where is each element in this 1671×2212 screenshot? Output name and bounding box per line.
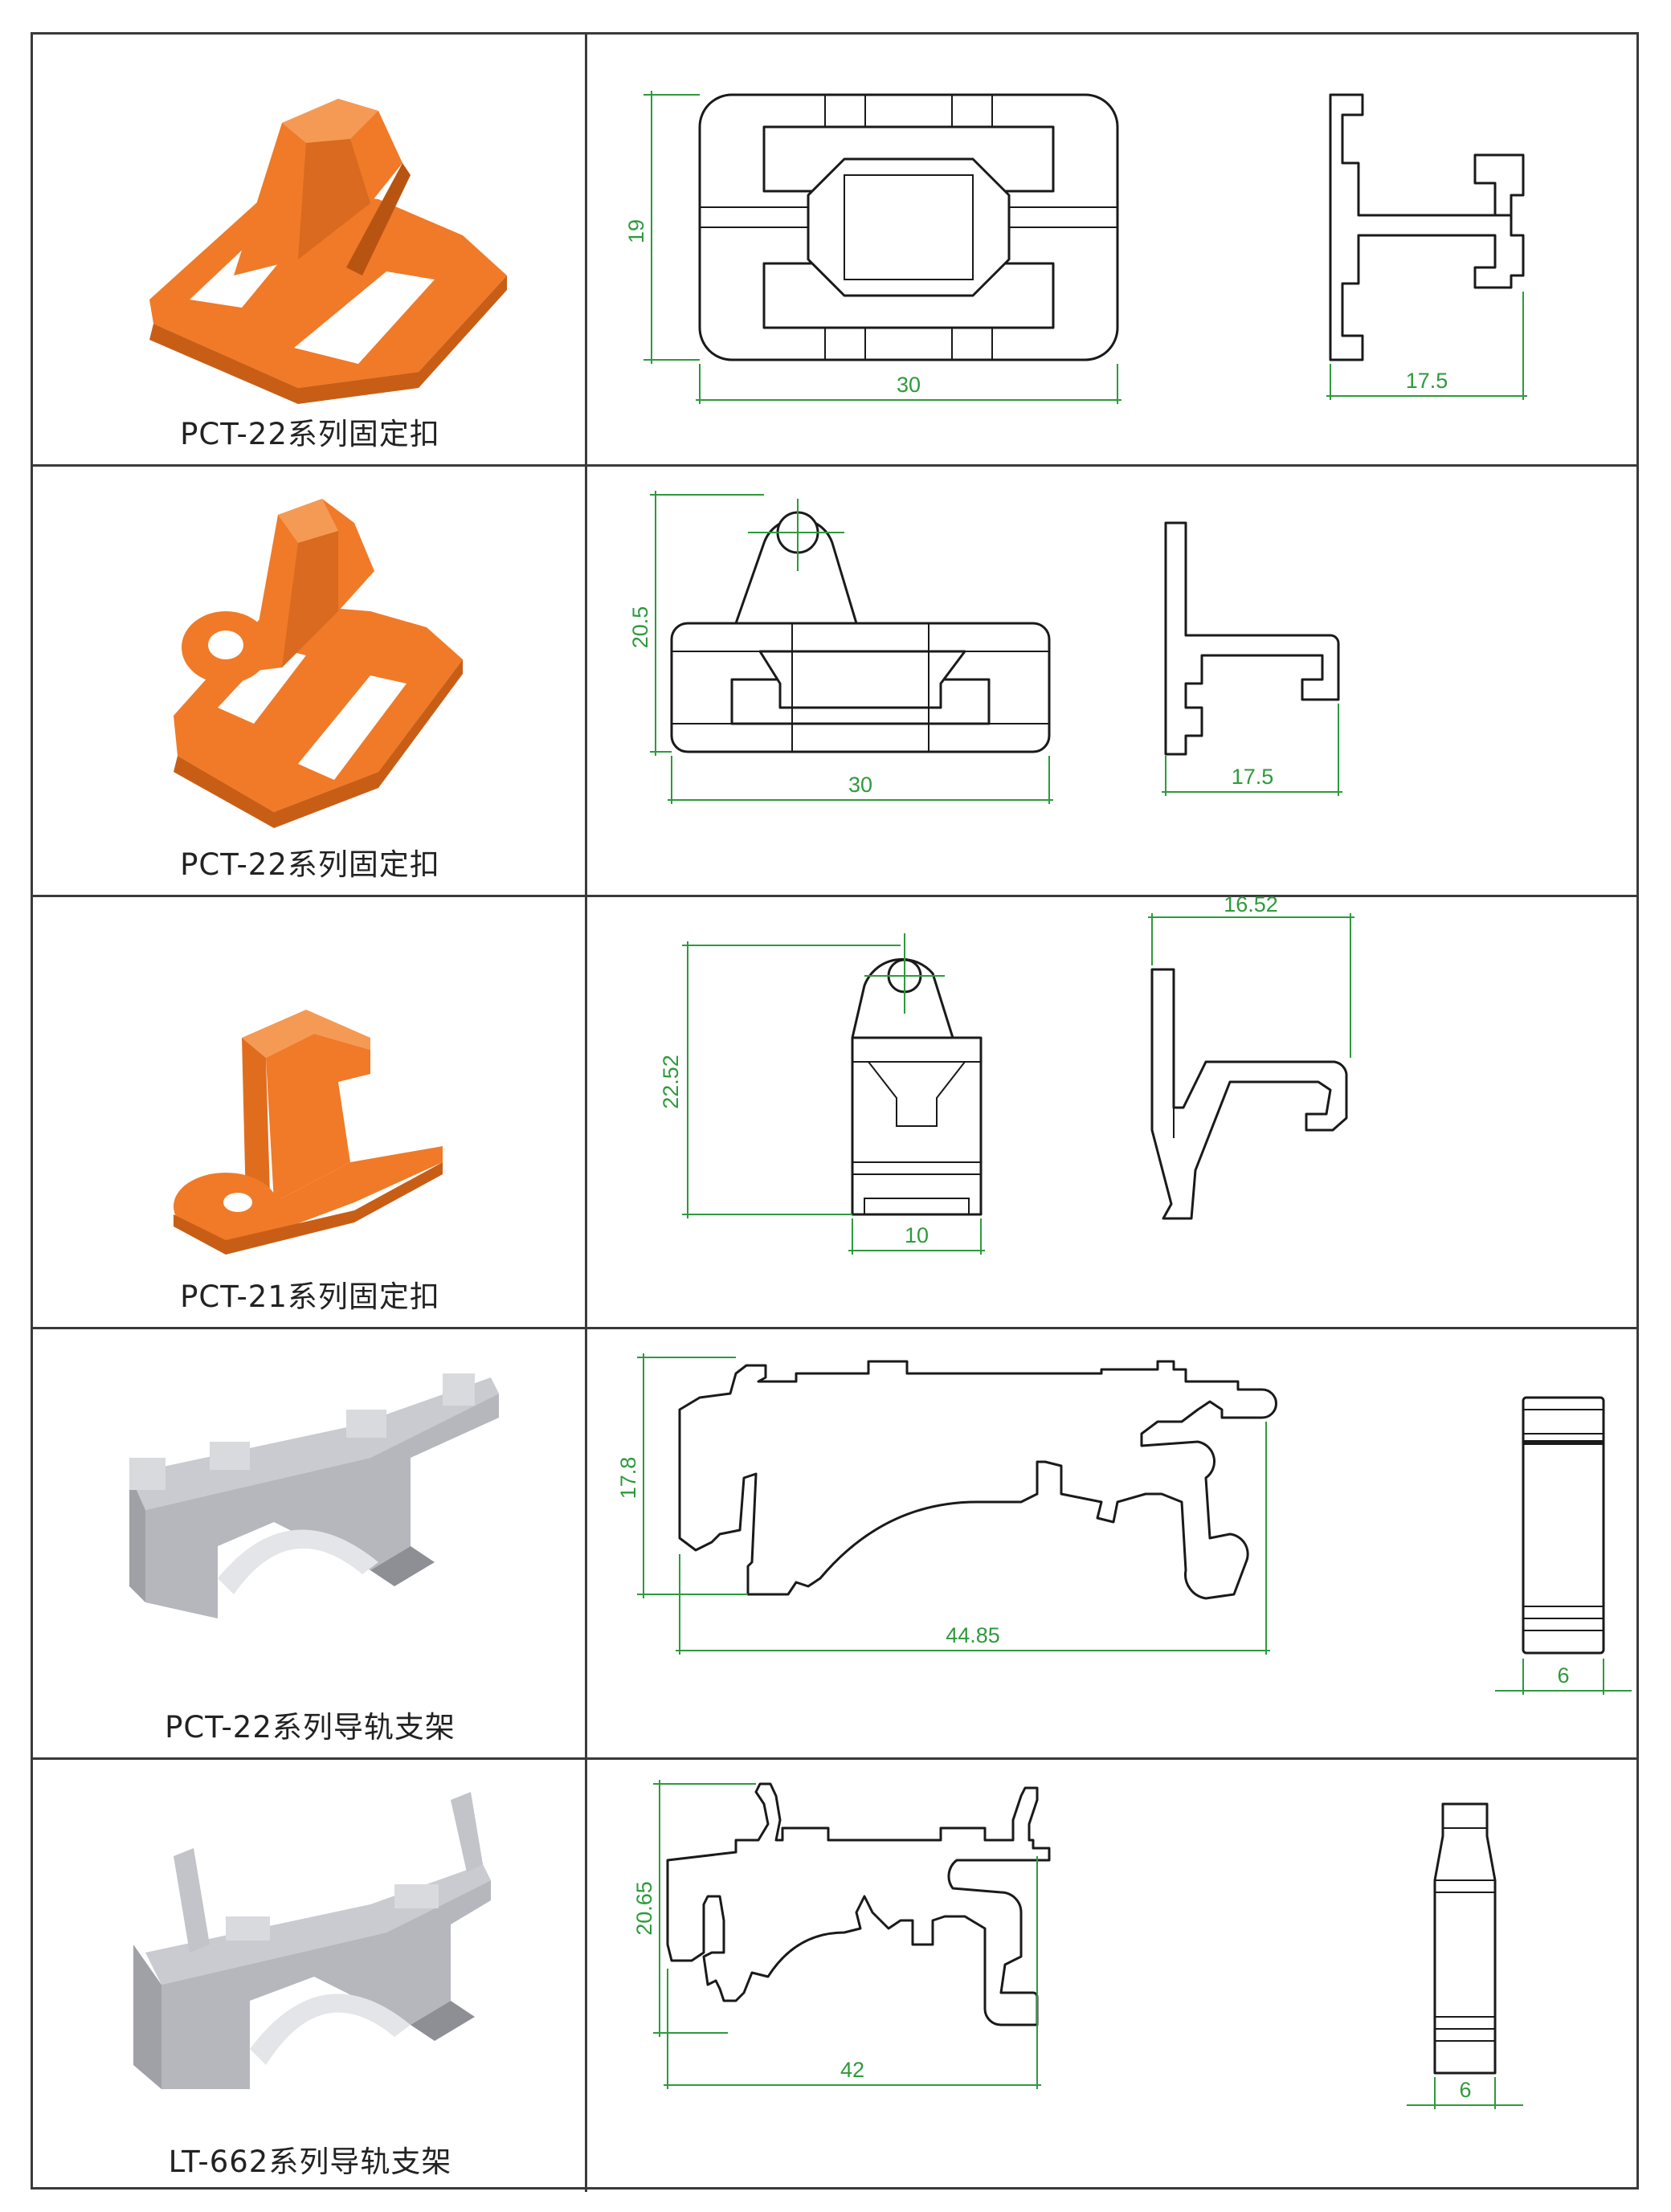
end-view-outline — [1522, 1396, 1605, 1655]
product-caption: PCT-22系列固定扣 — [180, 847, 440, 882]
dim-side: 6 — [1557, 1663, 1569, 1688]
product-caption: PCT-22系列固定扣 — [180, 417, 440, 451]
end-view-outline — [1433, 1802, 1497, 2075]
product-image-cell: LT-662系列导轨支架 — [33, 1760, 587, 2192]
orange-clip-image — [174, 1010, 443, 1255]
table-row: LT-662系列导轨支架 20.65 42 — [33, 1760, 1636, 2192]
dim-height: 17.8 — [616, 1457, 640, 1500]
dim-height: 20.65 — [632, 1881, 656, 1936]
dim-width: 30 — [848, 773, 872, 797]
dim-side: 6 — [1459, 2078, 1471, 2102]
dim-side: 17.5 — [1406, 369, 1448, 393]
product-image-cell: PCT-21系列固定扣 — [33, 897, 587, 1327]
technical-drawing: 20.5 30 17.5 — [628, 491, 1342, 804]
product-table: PCT-22系列固定扣 — [31, 32, 1639, 2192]
side-view-outline — [1150, 968, 1348, 1220]
front-view-tab — [851, 957, 954, 1039]
dim-width: 10 — [905, 1223, 929, 1247]
drawing-cell: 19 30 17.5 — [587, 35, 1636, 464]
product-caption: PCT-21系列固定扣 — [180, 1279, 440, 1314]
product-caption: PCT-22系列导轨支架 — [165, 1710, 456, 1745]
dim-height: 20.5 — [628, 606, 652, 649]
dim-width: 42 — [840, 2058, 864, 2082]
product-image-cell: PCT-22系列固定扣 — [33, 35, 587, 464]
drawing-cell: 20.65 42 6 — [587, 1760, 1636, 2192]
product-image-cell: PCT-22系列导轨支架 — [33, 1329, 587, 1757]
table-row: PCT-21系列固定扣 22.52 — [33, 892, 1636, 1329]
dim-width: 44.85 — [946, 1623, 1000, 1647]
profile-view-outline — [666, 1782, 1051, 2026]
dim-side: 16.52 — [1224, 892, 1278, 916]
orange-clip-image — [149, 99, 507, 404]
table-row: PCT-22系列固定扣 — [33, 35, 1636, 467]
dim-width: 30 — [897, 373, 921, 397]
side-view-outline — [1329, 93, 1525, 361]
product-caption: LT-662系列导轨支架 — [168, 2145, 452, 2179]
gray-rail-bracket-image — [129, 1373, 499, 1618]
dim-height: 19 — [624, 219, 648, 243]
table-row: PCT-22系列固定扣 20.5 — [33, 467, 1636, 897]
technical-drawing: 19 30 17.5 — [624, 91, 1527, 404]
technical-drawing: 20.65 42 6 — [632, 1780, 1523, 2109]
drawing-cell: 20.5 30 17.5 — [587, 467, 1636, 895]
technical-drawing: 17.8 44.85 6 — [616, 1353, 1632, 1695]
technical-drawing: 22.52 10 16.52 — [659, 892, 1354, 1255]
drawing-cell: 17.8 44.85 6 — [587, 1329, 1636, 1757]
dim-height: 22.52 — [659, 1055, 683, 1109]
profile-view-outline — [678, 1360, 1277, 1600]
orange-clip-image — [174, 499, 463, 828]
table-row: PCT-22系列导轨支架 17.8 44.85 — [33, 1329, 1636, 1760]
product-image-cell: PCT-22系列固定扣 — [33, 467, 587, 895]
front-view-outline — [851, 1036, 983, 1216]
side-view-outline — [1164, 521, 1340, 756]
dim-side: 17.5 — [1232, 765, 1274, 789]
gray-rail-bracket-image — [133, 1792, 491, 2089]
drawing-cell: 22.52 10 16.52 — [587, 892, 1636, 1327]
